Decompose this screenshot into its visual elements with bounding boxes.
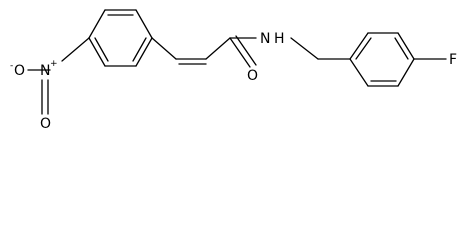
amide-nitrogen-label: N (260, 31, 270, 47)
nitro-oxygen-double-label: O (40, 116, 51, 132)
nitro-oxygen-single-label: O (14, 63, 25, 79)
amide-group (229, 35, 319, 68)
chemical-structure: F N H O N + O - O (10, 9, 457, 132)
fluorine-atom-label: F (449, 52, 457, 68)
alkene-linker (151, 37, 231, 65)
nitro-nitrogen-label: N (40, 63, 50, 79)
nitro-oxygen-charge: - (10, 61, 13, 71)
carbonyl-oxygen-label: O (247, 68, 258, 84)
fluorophenyl-ring (349, 32, 415, 87)
nitro-nitrogen-charge: + (50, 59, 58, 69)
amide-hydrogen-label: H (274, 31, 285, 47)
nitro-group (27, 37, 90, 115)
nitrophenyl-ring (88, 9, 153, 67)
